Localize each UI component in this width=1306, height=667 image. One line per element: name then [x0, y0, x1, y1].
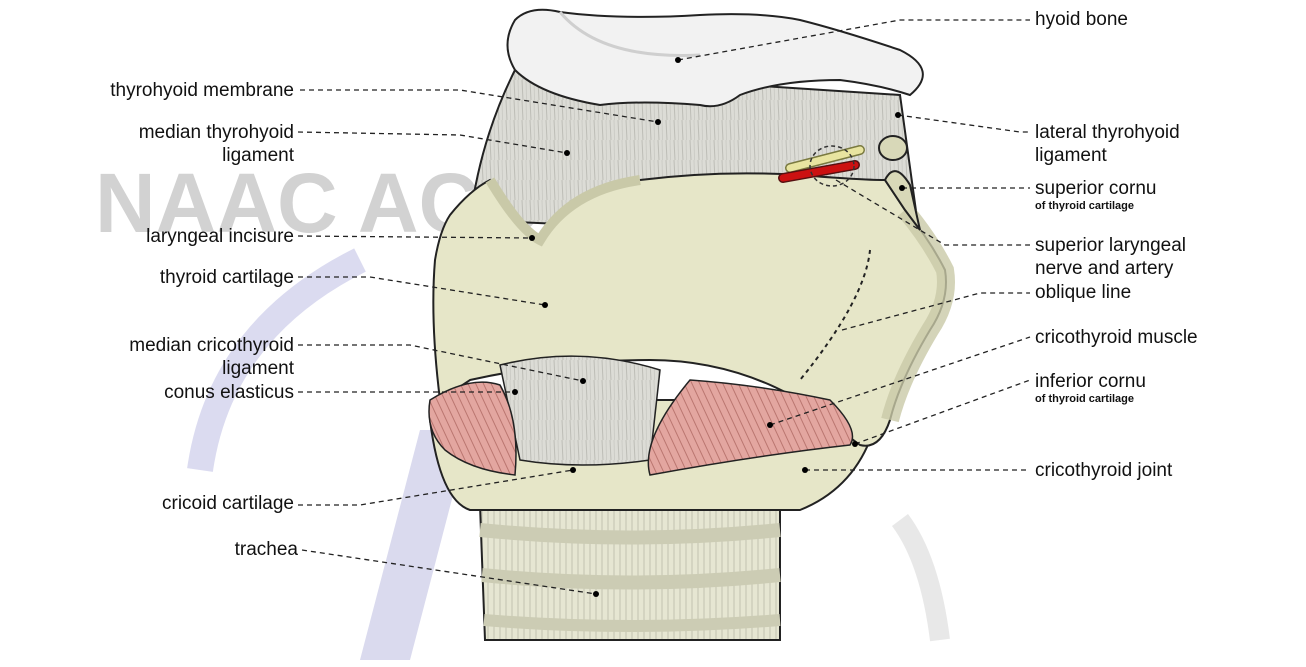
label-median-thyrohyoid-line1: median thyrohyoid — [139, 122, 294, 143]
label-superior-cornu-main: superior cornu — [1035, 178, 1156, 199]
label-superior-laryngeal-line1: superior laryngeal — [1035, 235, 1186, 256]
cricothyroid-ligament-shape — [500, 356, 660, 465]
label-lateral-thyrohyoid: lateral thyrohyoid ligament — [1035, 121, 1180, 167]
label-inferior-cornu: inferior cornu of thyroid cartilage — [1035, 370, 1146, 406]
label-thyroid-cartilage: thyroid cartilage — [160, 266, 294, 289]
label-median-thyrohyoid: median thyrohyoid ligament — [139, 121, 294, 167]
label-inferior-cornu-sub: of thyroid cartilage — [1035, 393, 1146, 406]
label-conus-elasticus: conus elasticus — [164, 381, 294, 404]
label-median-cricothyroid: median cricothyroid ligament — [129, 334, 294, 380]
label-oblique-line: oblique line — [1035, 281, 1131, 304]
label-superior-cornu: superior cornu of thyroid cartilage — [1035, 177, 1156, 213]
label-superior-cornu-sub: of thyroid cartilage — [1035, 200, 1156, 213]
label-lateral-thyrohyoid-line1: lateral thyrohyoid — [1035, 122, 1180, 143]
label-inferior-cornu-main: inferior cornu — [1035, 371, 1146, 392]
label-superior-laryngeal: superior laryngeal nerve and artery — [1035, 234, 1186, 280]
label-lateral-thyrohyoid-line2: ligament — [1035, 145, 1107, 166]
label-laryngeal-incisure: laryngeal incisure — [146, 225, 294, 248]
label-hyoid-bone: hyoid bone — [1035, 8, 1128, 31]
label-superior-laryngeal-line2: nerve and artery — [1035, 258, 1173, 279]
label-median-cricothyroid-line1: median cricothyroid — [129, 335, 294, 356]
trachea-shape — [480, 505, 780, 640]
label-cricothyroid-muscle: cricothyroid muscle — [1035, 326, 1198, 349]
label-cricoid-cartilage: cricoid cartilage — [162, 492, 294, 515]
label-median-cricothyroid-line2: ligament — [222, 358, 294, 379]
label-median-thyrohyoid-line2: ligament — [222, 145, 294, 166]
label-thyrohyoid-membrane: thyrohyoid membrane — [110, 79, 294, 102]
label-cricothyroid-joint: cricothyroid joint — [1035, 459, 1172, 482]
label-trachea: trachea — [235, 538, 298, 561]
